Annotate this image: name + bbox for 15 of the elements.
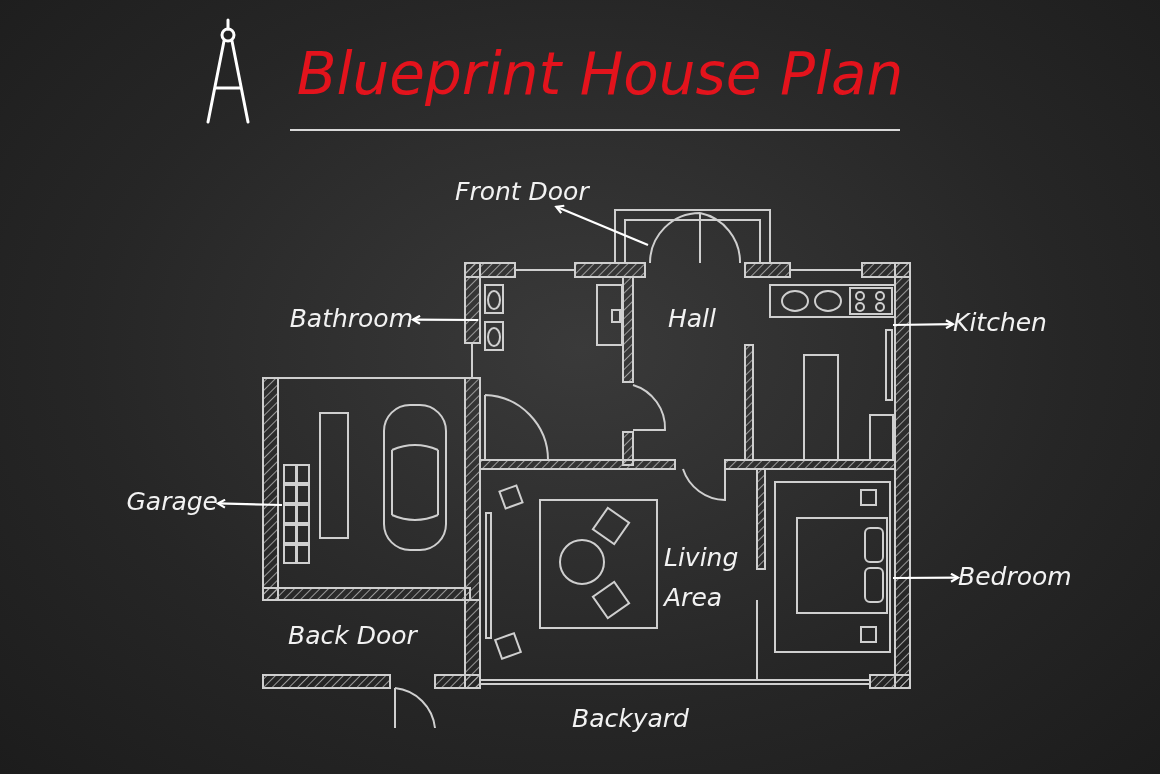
room-label: Hall [668,305,716,334]
area-label: Backyard [572,705,689,734]
arrow [893,319,955,330]
arrow [555,204,649,246]
arrow [893,572,960,583]
room-label: Front Door [455,178,589,207]
room-label: Bathroom [289,305,413,334]
arrow [216,498,283,509]
title: Blueprint House Plan [295,40,905,110]
room-label: Bedroom [958,563,1072,592]
room-label: Garage [126,488,218,517]
door-label: Back Door [288,622,417,651]
arrow [411,314,478,325]
room-label: Living Area [664,542,740,614]
room-label: Kitchen [953,309,1047,338]
